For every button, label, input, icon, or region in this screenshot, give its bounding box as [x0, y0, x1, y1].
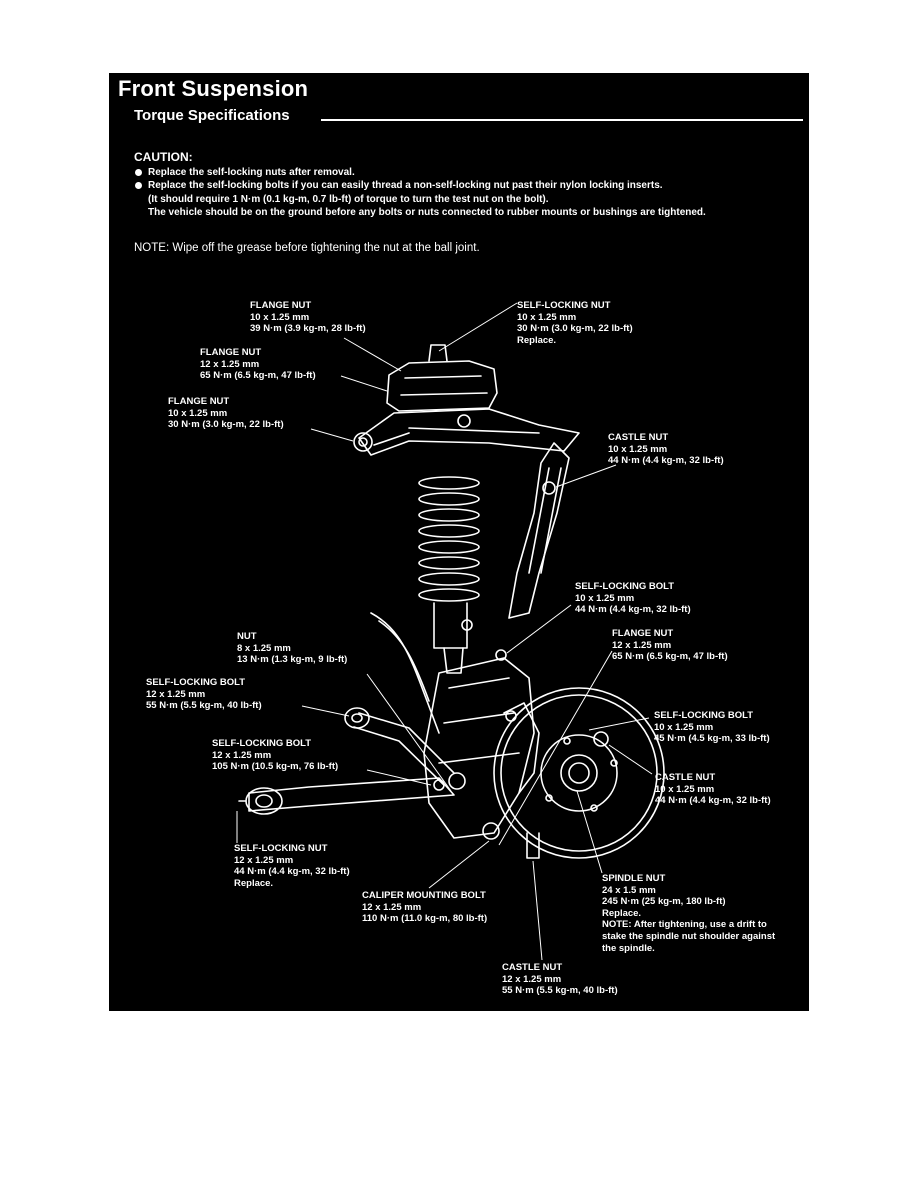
- upper-arm-inner: [373, 427, 540, 446]
- front-bushing: [344, 707, 370, 729]
- leader-line: [608, 744, 653, 775]
- leader-line: [532, 860, 543, 961]
- leader-line: [340, 375, 388, 392]
- callout-flange-nut-10mm: FLANGE NUT 10 x 1.25 mm 30 N·m (3.0 kg-m…: [168, 396, 284, 431]
- caution-continuation: (It should require 1 N·m (0.1 kg-m, 0.7 …: [148, 193, 549, 205]
- compliance-bushing: [238, 787, 283, 815]
- callout-self-locking-nut-lower: SELF-LOCKING NUT 12 x 1.25 mm 44 N·m (4.…: [234, 843, 350, 889]
- leader-line: [366, 769, 432, 786]
- caution-block: CAUTION: Replace the self-locking nuts a…: [134, 150, 804, 219]
- callout-self-locking-bolt-10mm: SELF-LOCKING BOLT 10 x 1.25 mm 44 N·m (4…: [575, 581, 691, 616]
- knuckle-upper-arm-line: [528, 467, 562, 574]
- tie-rod-nut: [593, 731, 609, 747]
- bullet-icon: [135, 182, 142, 190]
- callout-castle-nut-lower: CASTLE NUT 12 x 1.25 mm 55 N·m (5.5 kg-m…: [502, 962, 618, 997]
- upper-mount-plate: [386, 360, 498, 412]
- leader-line: [310, 428, 354, 442]
- upper-arm-bushing: [353, 432, 373, 452]
- leader-line: [366, 673, 452, 792]
- caliper-bracket: [503, 702, 540, 794]
- leader-line: [301, 705, 350, 717]
- leader-line: [555, 464, 617, 488]
- upper-arm-bushing-core: [358, 437, 368, 447]
- leader-line: [576, 790, 603, 874]
- upper-mount-stud: [428, 344, 448, 362]
- nut-on-knuckle: [461, 619, 473, 631]
- knuckle-detail: [438, 677, 520, 764]
- upper-mount-detail: [400, 375, 488, 396]
- callout-castle-nut-tie-rod: CASTLE NUT 10 x 1.25 mm 44 N·m (4.4 kg-m…: [655, 772, 771, 807]
- castle-nut-upper: [542, 481, 556, 495]
- callout-flange-nut-knuckle: FLANGE NUT 12 x 1.25 mm 65 N·m (6.5 kg-m…: [612, 628, 728, 663]
- note-text: NOTE: Wipe off the grease before tighten…: [134, 242, 480, 254]
- callout-self-locking-bolt-45: SELF-LOCKING BOLT 10 x 1.25 mm 45 N·m (4…: [654, 710, 770, 745]
- callout-self-locking-bolt-12mm-55: SELF-LOCKING BOLT 12 x 1.25 mm 55 N·m (5…: [146, 677, 262, 712]
- stabilizer-link: [370, 612, 440, 734]
- callout-self-locking-nut-upper: SELF-LOCKING NUT 10 x 1.25 mm 30 N·m (3.…: [517, 300, 633, 346]
- caution-heading: CAUTION:: [134, 150, 193, 164]
- leader-line: [438, 302, 518, 352]
- leader-line: [343, 337, 402, 372]
- leader-line: [428, 840, 490, 889]
- callout-nut-8mm: NUT 8 x 1.25 mm 13 N·m (1.3 kg-m, 9 lb-f…: [237, 631, 348, 666]
- leader-line: [588, 717, 650, 731]
- callout-spindle-nut: SPINDLE NUT 24 x 1.5 mm 245 N·m (25 kg-m…: [602, 873, 776, 954]
- caution-item: Replace the self-locking nuts after remo…: [134, 166, 804, 179]
- caliper-bolt: [482, 822, 500, 840]
- knuckle-body: [423, 657, 535, 839]
- callout-self-locking-bolt-105: SELF-LOCKING BOLT 12 x 1.25 mm 105 N·m (…: [212, 738, 339, 773]
- caution-continuation: The vehicle should be on the ground befo…: [148, 206, 706, 218]
- diagram-panel: Front Suspension Torque Specifications C…: [109, 73, 809, 1011]
- title-rule: [321, 119, 803, 121]
- damper-lower: [443, 647, 464, 674]
- leader-line: [498, 650, 613, 846]
- suspension-illustration: [236, 302, 665, 961]
- caliper-top-bolt: [505, 710, 517, 722]
- leader-line: [506, 604, 572, 654]
- callout-castle-nut-upper: CASTLE NUT 10 x 1.25 mm 44 N·m (4.4 kg-m…: [608, 432, 724, 467]
- lower-ball-joint-stud: [526, 832, 540, 859]
- brake-disc: [493, 687, 665, 859]
- section-title: Torque Specifications: [134, 107, 290, 124]
- page-title: Front Suspension: [118, 76, 309, 101]
- callout-flange-nut-12mm: FLANGE NUT 12 x 1.25 mm 65 N·m (6.5 kg-m…: [200, 347, 316, 382]
- lower-ball-joint: [448, 772, 466, 790]
- damper-body: [433, 602, 468, 649]
- callout-caliper-mounting-bolt: CALIPER MOUNTING BOLT 12 x 1.25 mm 110 N…: [362, 890, 488, 925]
- stabilizer-link-2: [378, 620, 430, 702]
- caution-item: Replace the self-locking bolts if you ca…: [134, 179, 804, 192]
- callout-flange-nut-upper: FLANGE NUT 10 x 1.25 mm 39 N·m (3.9 kg-m…: [250, 300, 366, 335]
- knuckle-upper-arm: [508, 442, 570, 619]
- upper-bolt: [457, 414, 471, 428]
- lower-arm-front: [353, 712, 455, 786]
- lower-control-arm: [248, 777, 455, 812]
- flange-nut-knuckle: [495, 649, 507, 661]
- upper-arm: [358, 408, 580, 456]
- coil-spring: [418, 476, 480, 602]
- bullet-icon: [135, 169, 142, 177]
- lower-bolt: [433, 779, 445, 791]
